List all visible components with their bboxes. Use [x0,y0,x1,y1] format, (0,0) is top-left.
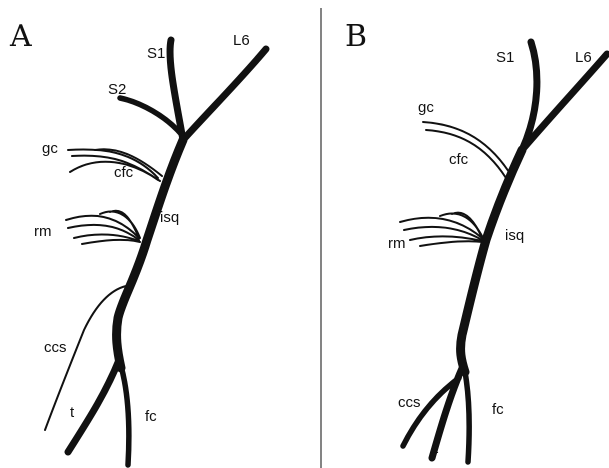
panel-a-label-isq: isq [160,209,179,226]
panel-b-label-s1: S1 [496,49,514,66]
panel-b-label-cfc: cfc [449,151,469,168]
panel-a-label-rm: rm [34,223,52,240]
panel-a-l6-root [183,49,266,140]
panel-a-s2-root [120,98,182,135]
panel-b-label-fc: fc [492,401,504,418]
panel-a-label-ccs: ccs [44,339,67,356]
panel-b-ccs-branch [403,378,459,446]
panel-b-label-ccs: ccs [398,394,421,411]
panel-b-rm-branch-4 [420,241,483,246]
panel-b-label-rm: rm [388,235,406,252]
panel-a-ccs-branch [45,286,126,430]
panel-a-label-s1: S1 [147,45,165,62]
panel-a-label-s2: S2 [108,81,126,98]
panel-b: B S1 L6 gc [345,19,607,462]
panel-b-letter: B [345,19,367,54]
panel-b-label-isq: isq [505,227,524,244]
panel-b-sciatic-trunk [461,150,522,372]
panel-a-tibial-branch [68,360,119,452]
panel-a: A [9,19,266,465]
panel-a-label-cfc: cfc [114,164,134,181]
panel-a-label-fc: fc [145,408,157,425]
panel-b-fibular-branch [465,372,469,462]
panel-b-label-l6: L6 [575,49,592,66]
panel-a-rm-branch-4 [82,240,140,244]
panel-a-label-t: t [70,404,75,421]
panel-a-letter: A [9,19,32,54]
panel-a-label-gc: gc [42,140,58,157]
panel-a-label-l6: L6 [233,32,250,49]
panel-b-label-gc: gc [418,99,434,116]
panel-a-fibular-branch [121,366,129,465]
